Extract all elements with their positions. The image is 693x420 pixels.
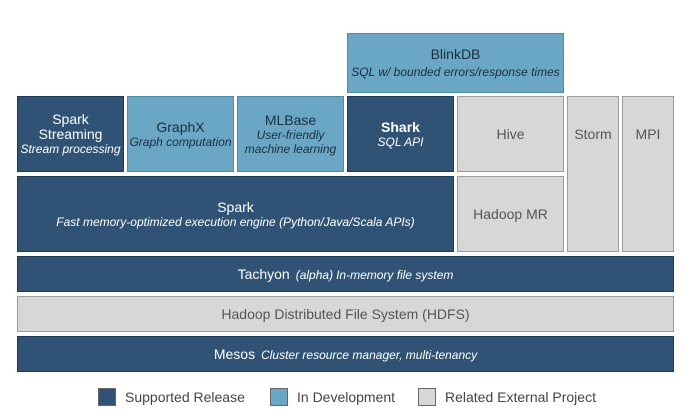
tachyon-block: Tachyon (alpha) In-memory file system — [17, 256, 674, 292]
shark-title: Shark — [381, 118, 420, 135]
legend-in-development: In Development — [270, 388, 395, 406]
hive-title: Hive — [496, 125, 525, 142]
spark-streaming-title-line1: Spark — [52, 111, 89, 127]
legend-label-external: Related External Project — [445, 389, 596, 405]
legend-label-supported: Supported Release — [125, 389, 245, 405]
spark-subtitle: Fast memory-optimized execution engine (… — [56, 214, 415, 229]
mlbase-block: MLBase User-friendly machine learning — [237, 96, 344, 172]
legend-external: Related External Project — [418, 388, 596, 406]
graphx-title: GraphX — [156, 118, 205, 135]
legend-supported: Supported Release — [98, 388, 245, 406]
legend-swatch-in-development — [270, 388, 288, 406]
spark-block: Spark Fast memory-optimized execution en… — [17, 176, 454, 252]
spark-streaming-block: Spark Streaming Stream processing — [17, 96, 124, 172]
blinkdb-subtitle: SQL w/ bounded errors/response times — [351, 65, 560, 79]
graphx-block: GraphX Graph computation — [127, 96, 234, 172]
blinkdb-title: BlinkDB — [430, 46, 481, 62]
storm-title: Storm — [574, 126, 612, 142]
mpi-block: MPI — [622, 96, 674, 252]
spark-streaming-subtitle: Stream processing — [20, 142, 121, 156]
hadoop-mr-title: Hadoop MR — [473, 205, 548, 222]
legend-swatch-external — [418, 388, 436, 406]
spark-title: Spark — [217, 198, 254, 215]
shark-subtitle: SQL API — [377, 134, 424, 149]
shark-block: Shark SQL API — [347, 96, 454, 172]
mesos-block: Mesos Cluster resource manager, multi-te… — [17, 336, 674, 372]
spark-streaming-title-line2: Streaming — [38, 126, 103, 142]
storm-block: Storm — [567, 96, 619, 252]
tachyon-subtitle: In-memory file system — [336, 267, 454, 282]
tachyon-tag: (alpha) — [295, 267, 334, 282]
hive-block: Hive — [457, 96, 564, 172]
mpi-title: MPI — [635, 126, 661, 142]
graphx-subtitle: Graph computation — [129, 134, 232, 149]
hdfs-block: Hadoop Distributed File System (HDFS) — [17, 296, 674, 332]
legend-swatch-supported — [98, 388, 116, 406]
mlbase-subtitle-line1: User-friendly — [256, 127, 325, 142]
tachyon-title: Tachyon — [237, 265, 290, 282]
mesos-subtitle: Cluster resource manager, multi-tenancy — [261, 347, 478, 362]
legend-label-in-development: In Development — [297, 389, 396, 405]
mlbase-title: MLBase — [264, 111, 317, 128]
mlbase-subtitle-line2: machine learning — [244, 141, 337, 156]
mesos-title: Mesos — [213, 345, 256, 362]
hadoop-mr-block: Hadoop MR — [457, 176, 564, 252]
hdfs-title: Hadoop Distributed File System (HDFS) — [221, 305, 470, 322]
blinkdb-block: BlinkDB SQL w/ bounded errors/response t… — [347, 33, 564, 93]
